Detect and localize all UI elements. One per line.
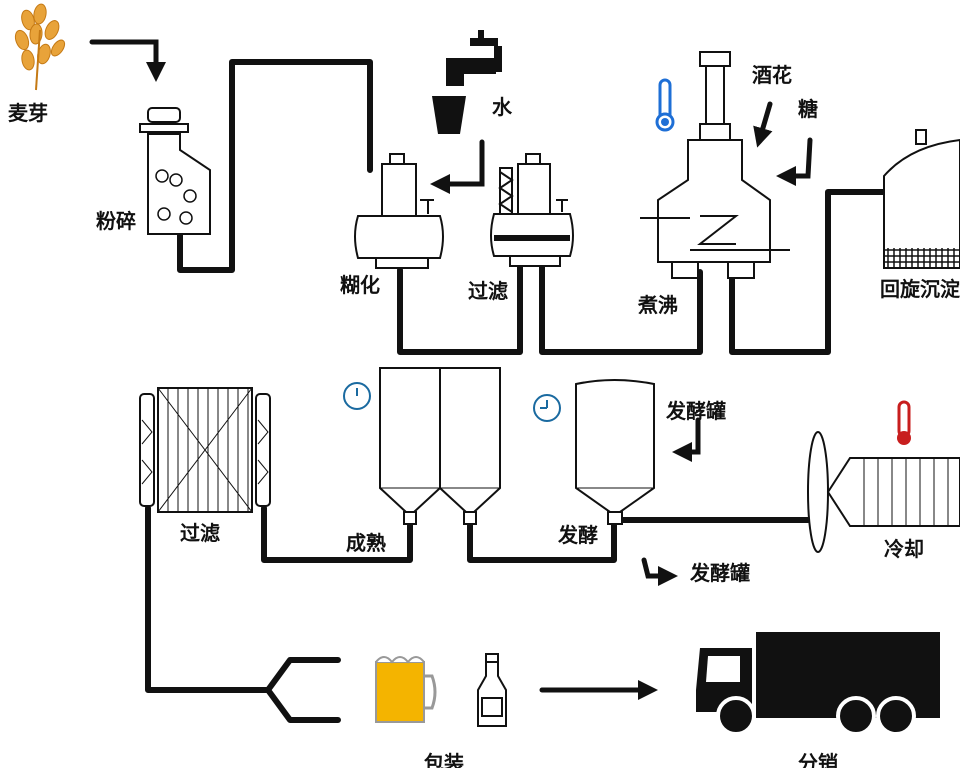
pipe-filter-to-maturation [261, 505, 413, 563]
label-maturation: 成熟 [346, 531, 386, 555]
pipe-boil-to-whirlpool [729, 189, 887, 355]
pipes [145, 59, 887, 723]
label-malt: 麦芽 [8, 101, 48, 125]
arrows [89, 39, 813, 700]
fermentation-tank [575, 379, 655, 525]
pipe-maturation-to-fermenter [467, 521, 617, 563]
arrow-sugar-in [776, 137, 813, 186]
thermometer-icon [897, 400, 911, 445]
pipe-lauter-to-boil [539, 259, 703, 355]
maturation-tanks [379, 367, 501, 525]
arrow-water-in [430, 139, 485, 194]
tap-icon [446, 30, 502, 86]
whirlpool-tank [883, 129, 960, 269]
label-mashing: 糊化 [340, 273, 380, 297]
pipe-split [265, 657, 341, 723]
cooler [807, 431, 960, 553]
label-filtration: 过滤 [180, 521, 220, 545]
arrow-from-fermenter [641, 557, 678, 586]
label-lautering: 过滤 [468, 279, 508, 303]
bottle-icon [477, 653, 507, 727]
thermometer-icon [655, 78, 675, 132]
beer-mug-icon [375, 656, 437, 723]
label-fermenter-in: 发酵罐 [665, 399, 726, 423]
pipe-mash-to-lauter [397, 259, 523, 355]
mash-tun [354, 153, 444, 269]
arrow-malt-in [89, 39, 166, 82]
label-packaging: 包装 [424, 751, 464, 768]
boil-kettle [640, 51, 790, 279]
clock-icon [533, 394, 561, 422]
mill [139, 107, 211, 235]
label-milling: 粉碎 [96, 209, 136, 233]
malt-icon [14, 3, 66, 91]
label-water: 水 [492, 95, 513, 119]
arrow-hops-in [753, 101, 773, 148]
label-fermentation: 发酵 [557, 523, 598, 547]
pipe-filter-to-packaging [145, 505, 271, 693]
label-boiling: 煮沸 [637, 293, 678, 317]
label-cooling: 冷却 [884, 537, 924, 561]
label-distribution: 分销 [798, 751, 838, 768]
label-whirlpool: 回旋沉淀 [880, 277, 960, 301]
cup-icon [432, 96, 466, 134]
label-fermenter-out: 发酵罐 [689, 561, 750, 585]
lauter-tun [490, 153, 574, 267]
clock-icon [343, 382, 371, 410]
arrow-to-fermenter [672, 417, 701, 462]
label-hops: 酒花 [752, 63, 792, 87]
plate-filter [139, 387, 271, 513]
truck-icon [696, 632, 940, 736]
pipe-mill-to-mash [177, 59, 373, 273]
label-sugar: 糖 [798, 97, 818, 121]
